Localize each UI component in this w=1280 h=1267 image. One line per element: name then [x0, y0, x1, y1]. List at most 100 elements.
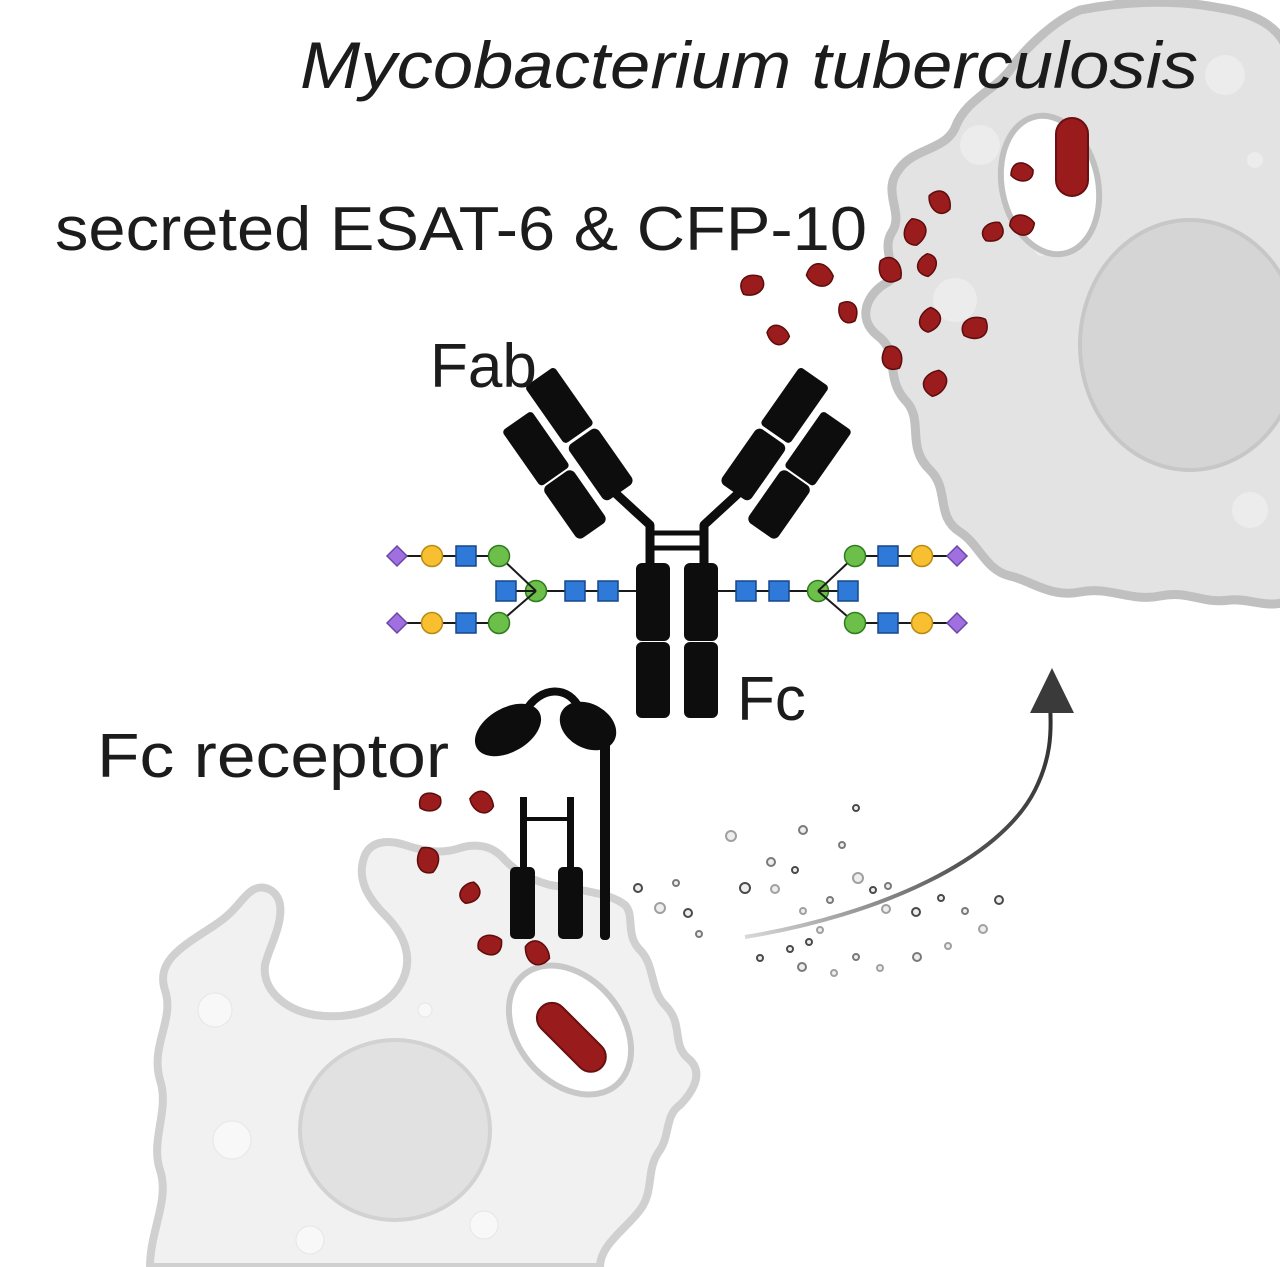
fab-right-light-cl — [748, 470, 810, 539]
antigen-blob — [1009, 214, 1036, 236]
mycobacterium-bacillus — [535, 1001, 607, 1073]
label-fc-receptor: Fc receptor — [97, 722, 449, 791]
glcnac-square-icon — [877, 545, 899, 567]
cytokine-dot — [852, 953, 860, 961]
arrow-head-icon — [1030, 668, 1074, 713]
mannose-circle-icon — [487, 611, 511, 635]
cytokine-dot — [852, 872, 864, 884]
glcnac-square-icon — [455, 545, 477, 567]
antigen-blob — [918, 306, 942, 333]
vesicle — [1205, 55, 1245, 95]
cytokine-dot — [799, 907, 807, 915]
galactose-circle-icon — [420, 544, 444, 568]
hinge-left — [608, 486, 655, 565]
fab-left-heavy-ch1 — [568, 428, 633, 501]
title-organism: Mycobacterium tuberculosis — [300, 28, 1198, 102]
cytokine-dot — [695, 930, 703, 938]
antigen-blob — [459, 881, 481, 904]
antigen-blob — [477, 934, 503, 956]
cytokine-particles — [633, 804, 1004, 977]
cytokine-dot — [876, 964, 884, 972]
fc-receptor-domain-d1 — [474, 703, 542, 757]
fc-receptor-domain-d2 — [559, 701, 617, 751]
gamma-chain-itam-right — [558, 867, 583, 939]
vesicle — [1247, 152, 1263, 168]
fab-right-heavy-vh — [761, 368, 828, 443]
antigen-blob — [881, 345, 903, 371]
glcnac-square-icon — [564, 580, 586, 602]
cytokine-dot — [683, 908, 693, 918]
cytokine-dot — [756, 954, 764, 962]
mycobacterium-bacillus — [1055, 117, 1089, 197]
cytokine-dot — [852, 804, 860, 812]
antigen-blob — [805, 263, 834, 287]
cytokine-dot — [672, 879, 680, 887]
antigen-blob — [469, 790, 495, 814]
fc-heavy-chain-ch3-right — [684, 642, 718, 718]
sialic-acid-diamond-icon — [385, 544, 409, 568]
vesicle — [417, 1002, 433, 1018]
antigen-blob — [981, 221, 1004, 242]
label-fc: Fc — [737, 665, 806, 734]
antigen-blob — [916, 253, 938, 278]
glcnac-square-icon — [597, 580, 619, 602]
cytokine-dot — [978, 924, 988, 934]
immune-cell — [145, 838, 701, 1267]
glcnac-square-icon — [735, 580, 757, 602]
fab-left-light-vl — [503, 412, 569, 486]
antigen-blob — [961, 316, 988, 340]
glcnac-square-icon — [495, 580, 517, 602]
cytokine-dot — [739, 882, 751, 894]
cytokine-dot — [881, 904, 891, 914]
antigen-blob — [922, 369, 948, 398]
cytokine-dot — [912, 952, 922, 962]
mannose-circle-icon — [843, 544, 867, 568]
antigen-blob — [524, 940, 551, 966]
cytokine-dot — [805, 938, 813, 946]
arrow-shaft — [744, 704, 1053, 939]
galactose-circle-icon — [420, 611, 444, 635]
glcnac-square-icon — [768, 580, 790, 602]
cytokine-dot — [838, 841, 846, 849]
mannose-circle-icon — [487, 544, 511, 568]
cytokine-dot — [937, 894, 945, 902]
cytokine-dot — [816, 926, 824, 934]
secreted-antigens — [416, 162, 1036, 966]
cytokine-dot — [633, 883, 643, 893]
fc-receptor-transmembrane — [600, 735, 610, 940]
hinge-right — [699, 486, 746, 565]
vesicle — [295, 1225, 325, 1255]
antigen-blob — [878, 256, 902, 283]
cytokine-dot — [830, 969, 838, 977]
curved-arrow — [744, 668, 1074, 939]
antigen-blob — [740, 274, 765, 296]
fab-left-light-cl — [544, 470, 606, 539]
gamma-chain-itam-left — [510, 867, 535, 939]
gamma-chain-bond — [520, 817, 574, 821]
cytokine-dot — [797, 962, 807, 972]
galactose-circle-icon — [910, 544, 934, 568]
sialic-acid-diamond-icon — [945, 611, 969, 635]
fc-heavy-chain-ch2-right — [684, 563, 718, 641]
antigen-blob — [766, 324, 791, 346]
vesicle — [212, 1120, 252, 1160]
vesicle — [933, 278, 977, 322]
cytokine-dot — [911, 907, 921, 917]
cytokine-dot — [869, 886, 877, 894]
fab-right-heavy-ch1 — [721, 428, 786, 501]
antigen-blob — [838, 301, 858, 324]
sialic-acid-diamond-icon — [945, 544, 969, 568]
label-secreted-antigens: secreted ESAT-6 & CFP-10 — [55, 195, 867, 264]
fc-glycans — [385, 544, 969, 635]
cytokine-dot — [961, 907, 969, 915]
label-fab: Fab — [430, 332, 537, 401]
fc-receptor-linker — [521, 687, 584, 715]
fab-left-heavy-vh — [526, 368, 593, 443]
immune-cell-nucleus — [298, 1038, 492, 1222]
mannose-circle-icon — [843, 611, 867, 635]
cytokine-dot — [654, 902, 666, 914]
cytokine-dot — [884, 882, 892, 890]
antibody — [503, 368, 851, 718]
antigen-blob — [1010, 162, 1034, 182]
